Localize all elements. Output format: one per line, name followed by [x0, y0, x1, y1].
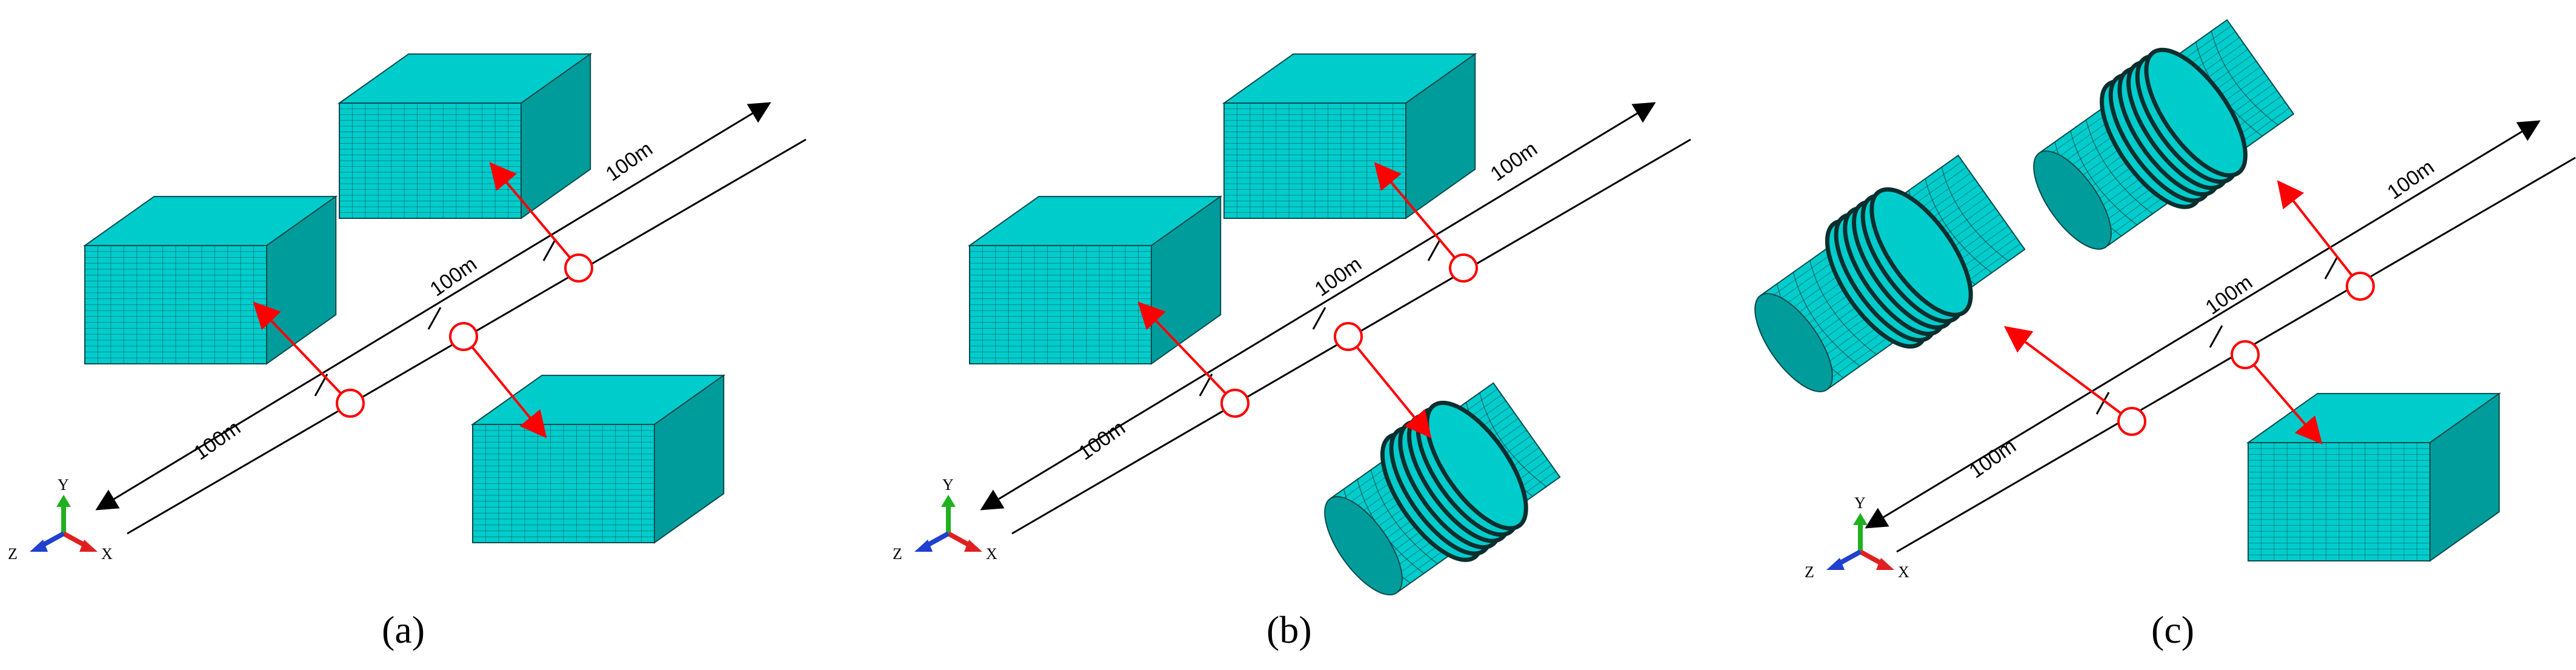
pointer-arrow	[1137, 301, 1236, 404]
location-marker	[2117, 407, 2146, 436]
dimension-tick	[2209, 325, 2223, 348]
axis-y-label: Y	[942, 476, 954, 494]
panel-caption: (b)	[1266, 608, 1312, 651]
pipe-end-face	[2033, 150, 2112, 250]
axis-y-head	[56, 495, 71, 507]
axis-z-label: Z	[1805, 563, 1814, 581]
axis-y-label: Y	[58, 476, 69, 494]
dimension-label: 100m	[2202, 270, 2257, 319]
location-marker	[1220, 389, 1250, 418]
axis-x-head	[964, 540, 982, 552]
pipe-end-face	[1324, 496, 1403, 595]
axis-z-head	[1826, 558, 1845, 570]
bellows-ring	[2144, 47, 2248, 178]
pointer-arrow	[1374, 162, 1465, 269]
axis-x-head	[1876, 558, 1894, 570]
dimension-label: 100m	[1074, 416, 1130, 464]
axis-triad: Y Z X	[8, 476, 113, 563]
panel-caption: (a)	[382, 608, 425, 651]
axis-x-label: X	[101, 545, 113, 563]
location-marker	[1449, 253, 1478, 283]
mesh-ring	[2211, 30, 2278, 126]
location-marker	[2346, 272, 2375, 301]
bellows-ring	[1869, 187, 1973, 317]
pipeline-dimension-line	[980, 102, 1656, 511]
pointer-arrow	[1347, 335, 1432, 438]
pointer-arrow	[2004, 326, 2133, 423]
location-marker	[1334, 322, 1363, 351]
detail-view-1	[2033, 19, 2295, 250]
detail-view-2	[470, 374, 726, 544]
dimension-label: 100m	[602, 137, 657, 186]
detail-view-0	[82, 195, 338, 365]
dimension-label: 100m	[1965, 434, 2020, 483]
panel-caption: (c)	[2151, 608, 2194, 651]
mesh-ring	[1941, 167, 2009, 262]
dimension-tick	[2324, 256, 2338, 280]
axis-x-head	[79, 540, 98, 552]
axis-z-label: Z	[893, 545, 902, 563]
axis-x-label: X	[986, 545, 997, 563]
axis-y-head	[1853, 513, 1868, 525]
dimension-tick	[542, 238, 557, 261]
mesh-ring	[2070, 130, 2138, 226]
mesh-ring	[1792, 272, 1860, 367]
detail-view-2	[1324, 382, 1561, 595]
dimension-tick	[427, 307, 442, 330]
location-marker	[336, 389, 365, 418]
dimension-tick	[1312, 307, 1326, 330]
pointer-arrow	[253, 301, 351, 404]
location-marker	[564, 253, 593, 283]
dimension-label: 100m	[2383, 155, 2438, 204]
axis-y-label: Y	[1854, 494, 1866, 512]
pipeline-dimension-line	[1865, 120, 2541, 529]
axis-triad: Y Z X	[893, 476, 997, 563]
dimension-label: 100m	[190, 416, 245, 464]
detail-view-1	[337, 53, 593, 219]
pipe-end-face	[1754, 293, 1833, 392]
detail-view-2	[2246, 392, 2501, 562]
detail-view-0	[967, 195, 1223, 365]
mesh-ring	[2085, 119, 2153, 215]
axis-y-head	[941, 495, 956, 507]
location-marker	[449, 322, 478, 351]
mesh-ring	[1809, 260, 1877, 355]
axis-x-label: X	[1898, 563, 1909, 581]
detail-view-0	[1754, 154, 2026, 392]
pointer-arrow	[462, 335, 547, 438]
dimension-tick	[1427, 238, 1442, 261]
bellows-ring	[1425, 400, 1528, 531]
mesh-ring	[1925, 178, 1992, 273]
dimension-tick	[2095, 392, 2110, 415]
pointer-arrow	[2277, 180, 2361, 287]
mesh-ring	[1370, 469, 1438, 564]
axis-z-label: Z	[8, 545, 18, 563]
axis-z-head	[30, 540, 48, 552]
detail-view-1	[1222, 53, 1477, 219]
pointer-arrow	[489, 162, 580, 269]
location-marker	[2231, 340, 2260, 369]
axis-z-head	[914, 540, 933, 552]
mesh-ring	[1479, 392, 1547, 487]
pointer-arrow	[2244, 353, 2323, 444]
pipeline-dimension-line	[95, 102, 771, 511]
dimension-label: 100m	[1486, 137, 1542, 186]
axis-triad: Y Z X	[1805, 494, 1909, 581]
